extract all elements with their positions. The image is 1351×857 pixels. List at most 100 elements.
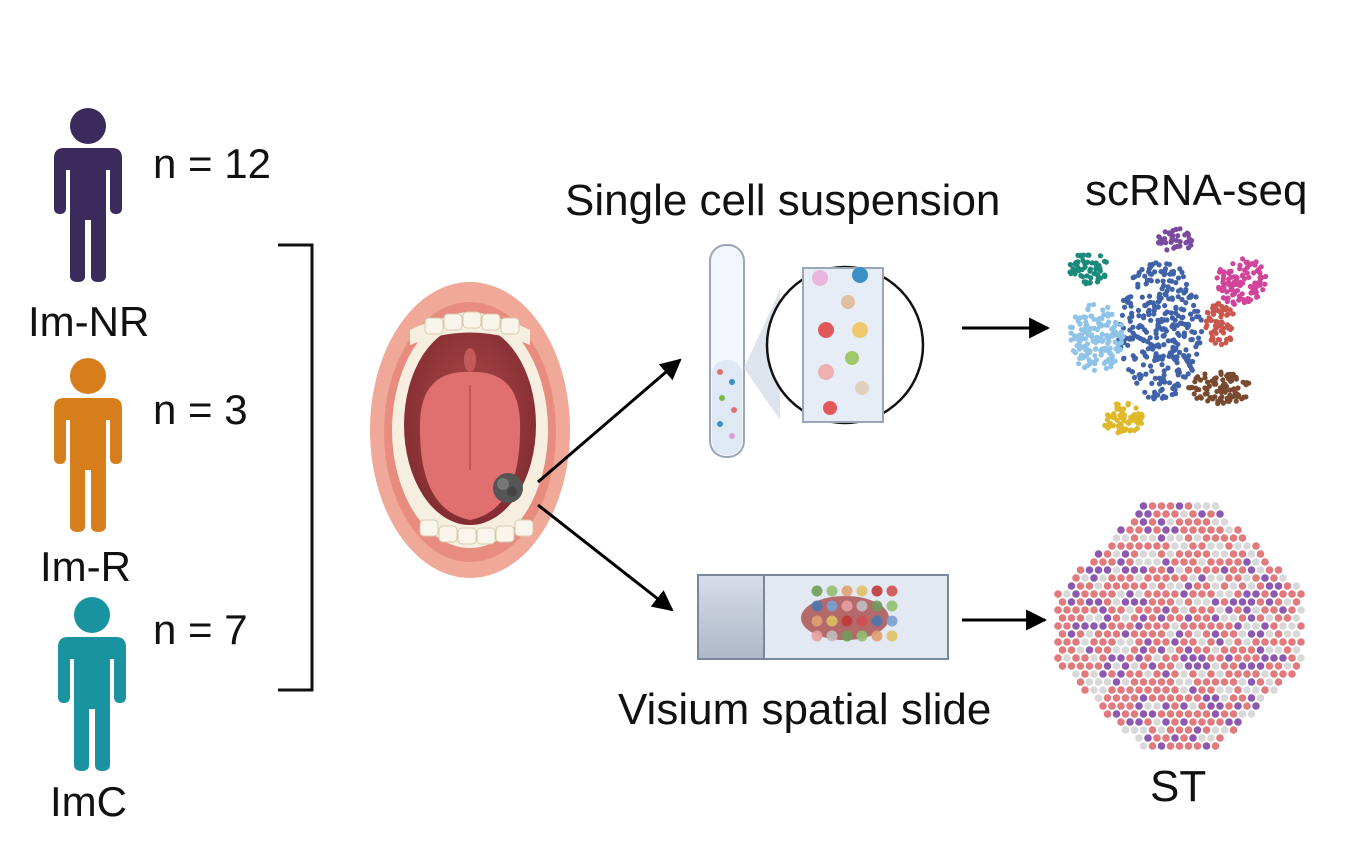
st-spot [1265,614,1274,622]
st-spot [1171,558,1179,566]
cell-dot [1219,320,1225,326]
st-spot [1229,726,1238,734]
st-spot [1139,566,1148,574]
cell-dot [1197,377,1204,383]
st-label: ST [1150,762,1207,811]
st-spot [1103,694,1112,702]
st-spot [1139,710,1148,718]
st-spot [1144,654,1152,662]
st-spot [1274,598,1283,606]
slide-spot [856,630,868,642]
group-label-im-nr: Im-NR [28,298,150,345]
st-spot [1121,534,1130,542]
st-spot [1270,670,1278,678]
cell-dot [1257,282,1263,288]
st-spot [1063,654,1071,662]
st-spot [1229,694,1238,702]
cell-dot [1100,307,1106,313]
scrna-umap-clusters [1067,226,1269,436]
st-spot [1157,518,1166,526]
st-spot [1229,662,1238,670]
st-spot [1220,566,1229,574]
st-spot [1144,622,1152,630]
st-spot [1202,518,1211,526]
cell-dot [1159,362,1165,368]
st-spot [1112,598,1121,606]
st-spot [1148,694,1157,702]
slide-spot [886,600,898,612]
cell-dot [1119,408,1125,414]
cell-dot [1136,313,1142,319]
st-spot [1193,502,1202,510]
st-spot [1126,686,1134,694]
cell-dot [1127,335,1133,341]
st-spot [1184,646,1193,654]
st-spot [1234,670,1242,678]
cell-dot [1234,394,1241,400]
st-spot [1099,702,1107,710]
st-spot [1112,614,1121,622]
st-spot [1261,686,1269,694]
cell-dot [1161,332,1167,338]
st-spot [1144,574,1152,582]
st-spot [1117,622,1125,630]
st-spot [1121,694,1130,702]
st-spot [1225,542,1233,550]
st-spot [1099,558,1107,566]
cell-dot [1145,346,1151,352]
st-spot [1081,590,1089,598]
cell-dot [1085,307,1091,313]
st-spot [1229,534,1238,542]
st-spot [1234,606,1242,614]
cell-dot [1205,379,1211,385]
st-spot [1157,614,1166,622]
cell-dot [1166,353,1172,359]
st-spot [1090,670,1098,678]
group-count-imc: n = 7 [153,606,248,653]
cell-dot [1156,381,1163,387]
st-spot [1112,550,1121,558]
cell-dot [1173,310,1179,316]
st-spot [1054,654,1062,662]
cell-dot [1195,335,1202,341]
cell-dot [1140,362,1146,368]
st-spot [1292,662,1301,670]
cell-dot [1161,368,1167,374]
st-spot [1153,718,1161,726]
cell-dot [1105,313,1111,319]
cell-dot [1093,266,1099,272]
st-spot [1211,614,1220,622]
st-spot [1171,718,1179,726]
st-spot [1121,662,1130,670]
cell-dot [1135,281,1141,287]
st-spot [1256,598,1265,606]
st-spot [1184,534,1193,542]
st-spot [1144,670,1152,678]
st-spot [1148,550,1157,558]
st-spot [1144,702,1152,710]
st-spot [1094,566,1103,574]
st-spot [1184,678,1193,686]
cell-dot [1103,322,1109,328]
st-spot [1139,742,1148,750]
st-spot [1148,646,1157,654]
st-spot [1180,638,1188,646]
st-spot [1216,702,1224,710]
cell-dot [1161,372,1167,378]
st-spot [1256,630,1265,638]
st-spot [1198,638,1206,646]
cell-dot [1246,274,1252,280]
st-spot [1135,718,1143,726]
cell-dot [1128,418,1135,424]
st-spot [1247,646,1256,654]
cell-dot [1115,430,1121,436]
st-spot [1180,670,1188,678]
st-spot [1202,598,1211,606]
st-spot [1198,542,1206,550]
st-spot [1225,590,1233,598]
cell-dot [1172,244,1178,250]
st-spot [1148,726,1157,734]
cell-dot [1198,317,1204,323]
st-spot [1162,590,1170,598]
cell-dot [1154,335,1160,341]
